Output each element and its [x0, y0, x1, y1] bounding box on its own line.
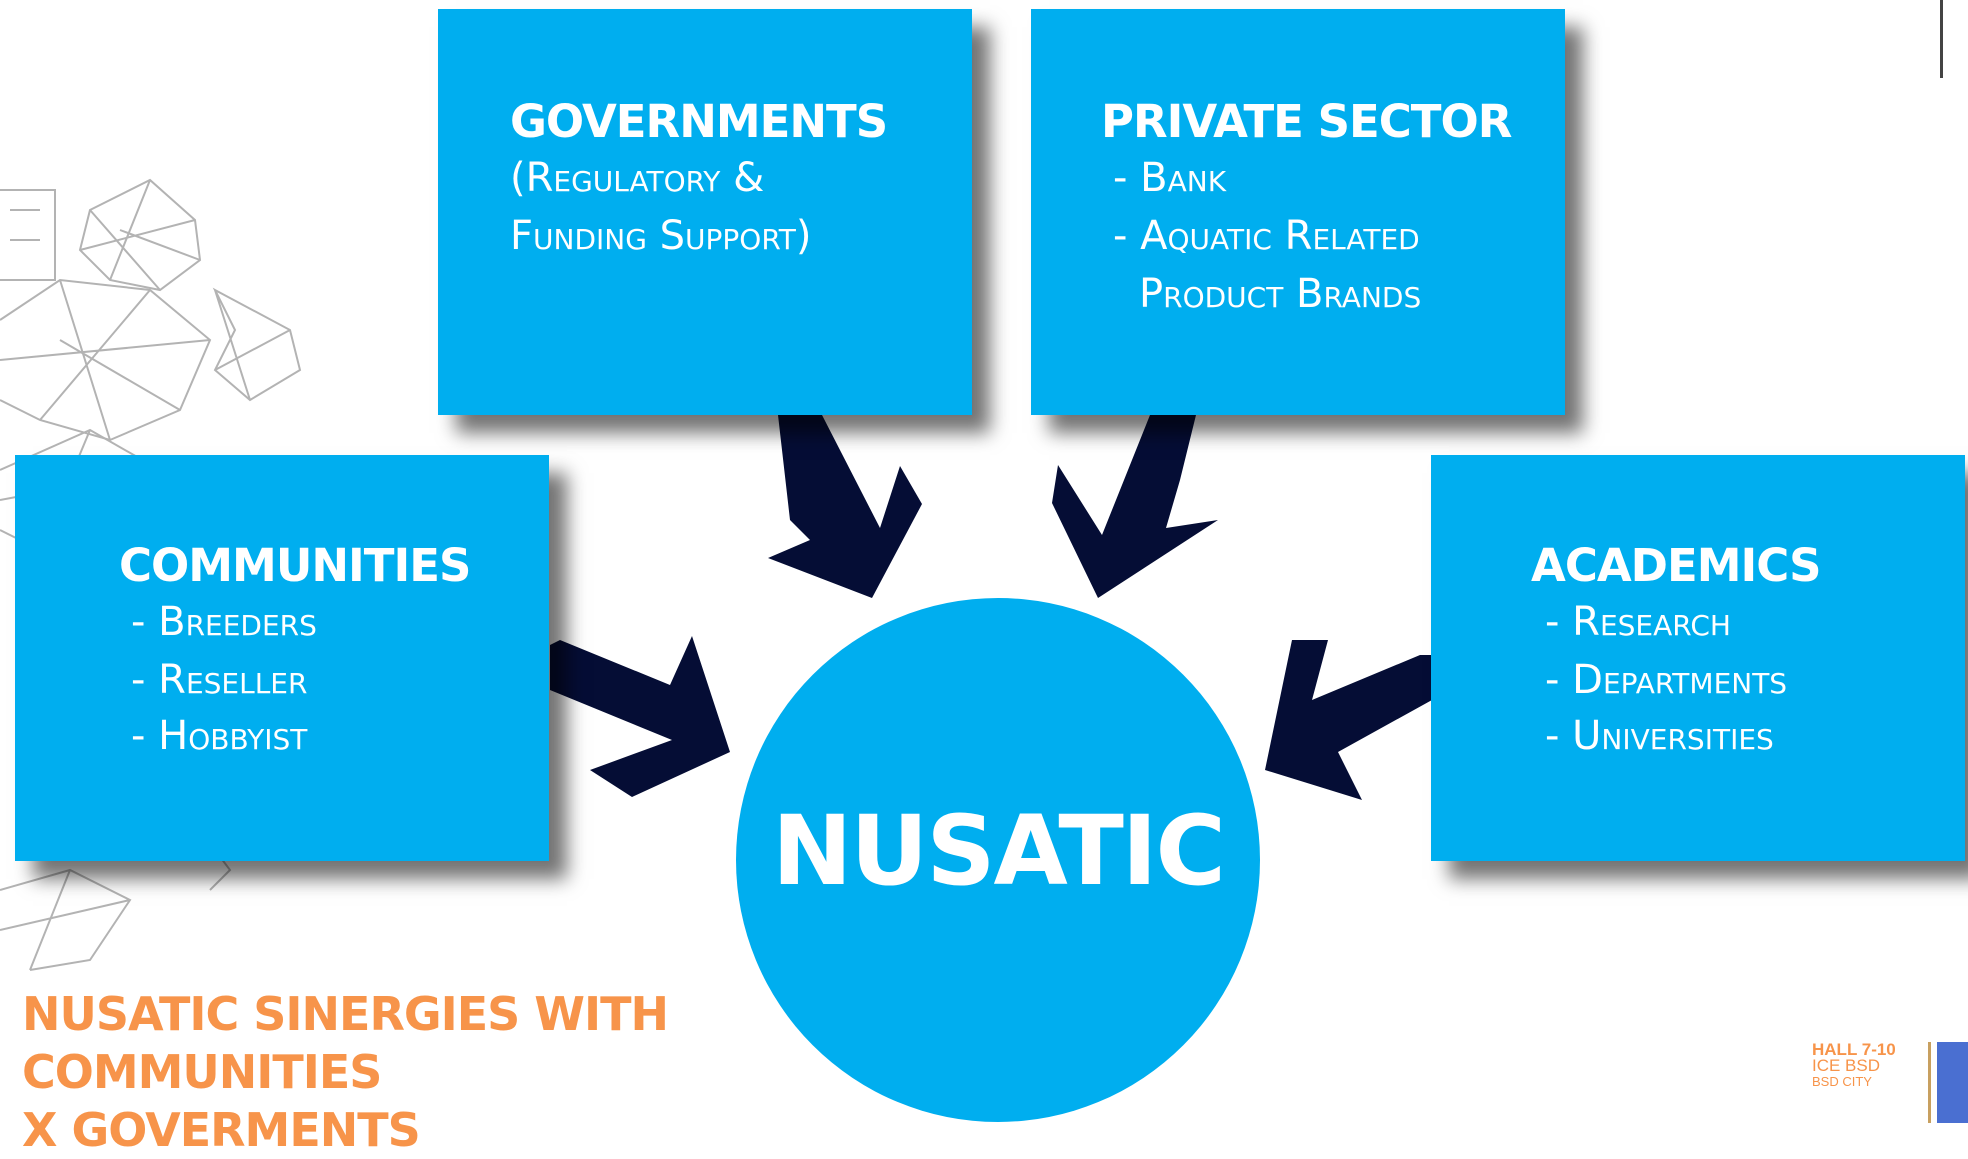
- footer-title-line-2: COMMUNITIES: [22, 1045, 382, 1099]
- footer-title-line-1: NUSATIC SINERGIES WITH: [22, 987, 669, 1041]
- private-sector-title: PRIVATE SECTOR: [1101, 95, 1512, 148]
- arrows-layer: [550, 415, 1432, 800]
- logo-line-3: BSD CITY: [1812, 1074, 1872, 1089]
- private-sector-line-2: - Aquatic Related: [1113, 213, 1420, 259]
- communities-box: COMMUNITIES - Breeders - Reseller - Hobb…: [15, 455, 549, 861]
- footer-title: NUSATIC SINERGIES WITH COMMUNITIES X GOV…: [22, 985, 669, 1159]
- governments-line-1: (Regulatory &: [510, 155, 765, 201]
- communities-line-2: - Reseller: [131, 657, 308, 703]
- logo-line-2: ICE BSD: [1812, 1056, 1881, 1075]
- corner-line: [1940, 0, 1943, 78]
- center-label: NUSATIC: [772, 795, 1226, 907]
- governments-box: GOVERNMENTS (Regulatory & Funding Suppor…: [438, 9, 972, 415]
- logo-brand-bar: [1937, 1042, 1968, 1123]
- academics-line-2: - Departments: [1545, 657, 1788, 703]
- governments-line-2: Funding Support): [510, 213, 812, 259]
- communities-title: COMMUNITIES: [119, 539, 471, 592]
- private-sector-line-1: - Bank: [1113, 155, 1227, 201]
- event-logo: HALL 7-10 ICE BSD BSD CITY: [1812, 1040, 1912, 1123]
- academics-box: ACADEMICS - Research - Departments - Uni…: [1431, 455, 1965, 861]
- private-sector-box: PRIVATE SECTOR - Bank - Aquatic Related …: [1031, 9, 1565, 415]
- academics-title: ACADEMICS: [1531, 539, 1822, 592]
- logo-line-1: HALL 7-10: [1812, 1040, 1896, 1059]
- footer-title-line-3: X GOVERMENTS: [22, 1103, 421, 1157]
- governments-title: GOVERNMENTS: [510, 95, 888, 148]
- academics-line-3: - Universities: [1545, 713, 1774, 759]
- communities-line-3: - Hobbyist: [131, 713, 308, 759]
- arrow-private-sector: [1052, 415, 1218, 598]
- arrow-communities: [550, 636, 730, 797]
- center-circle: [736, 598, 1260, 1122]
- arrow-academics: [1265, 640, 1432, 800]
- private-sector-line-3: Product Brands: [1139, 271, 1422, 317]
- communities-line-1: - Breeders: [131, 599, 317, 645]
- arrow-governments: [768, 415, 922, 598]
- academics-line-1: - Research: [1545, 599, 1731, 645]
